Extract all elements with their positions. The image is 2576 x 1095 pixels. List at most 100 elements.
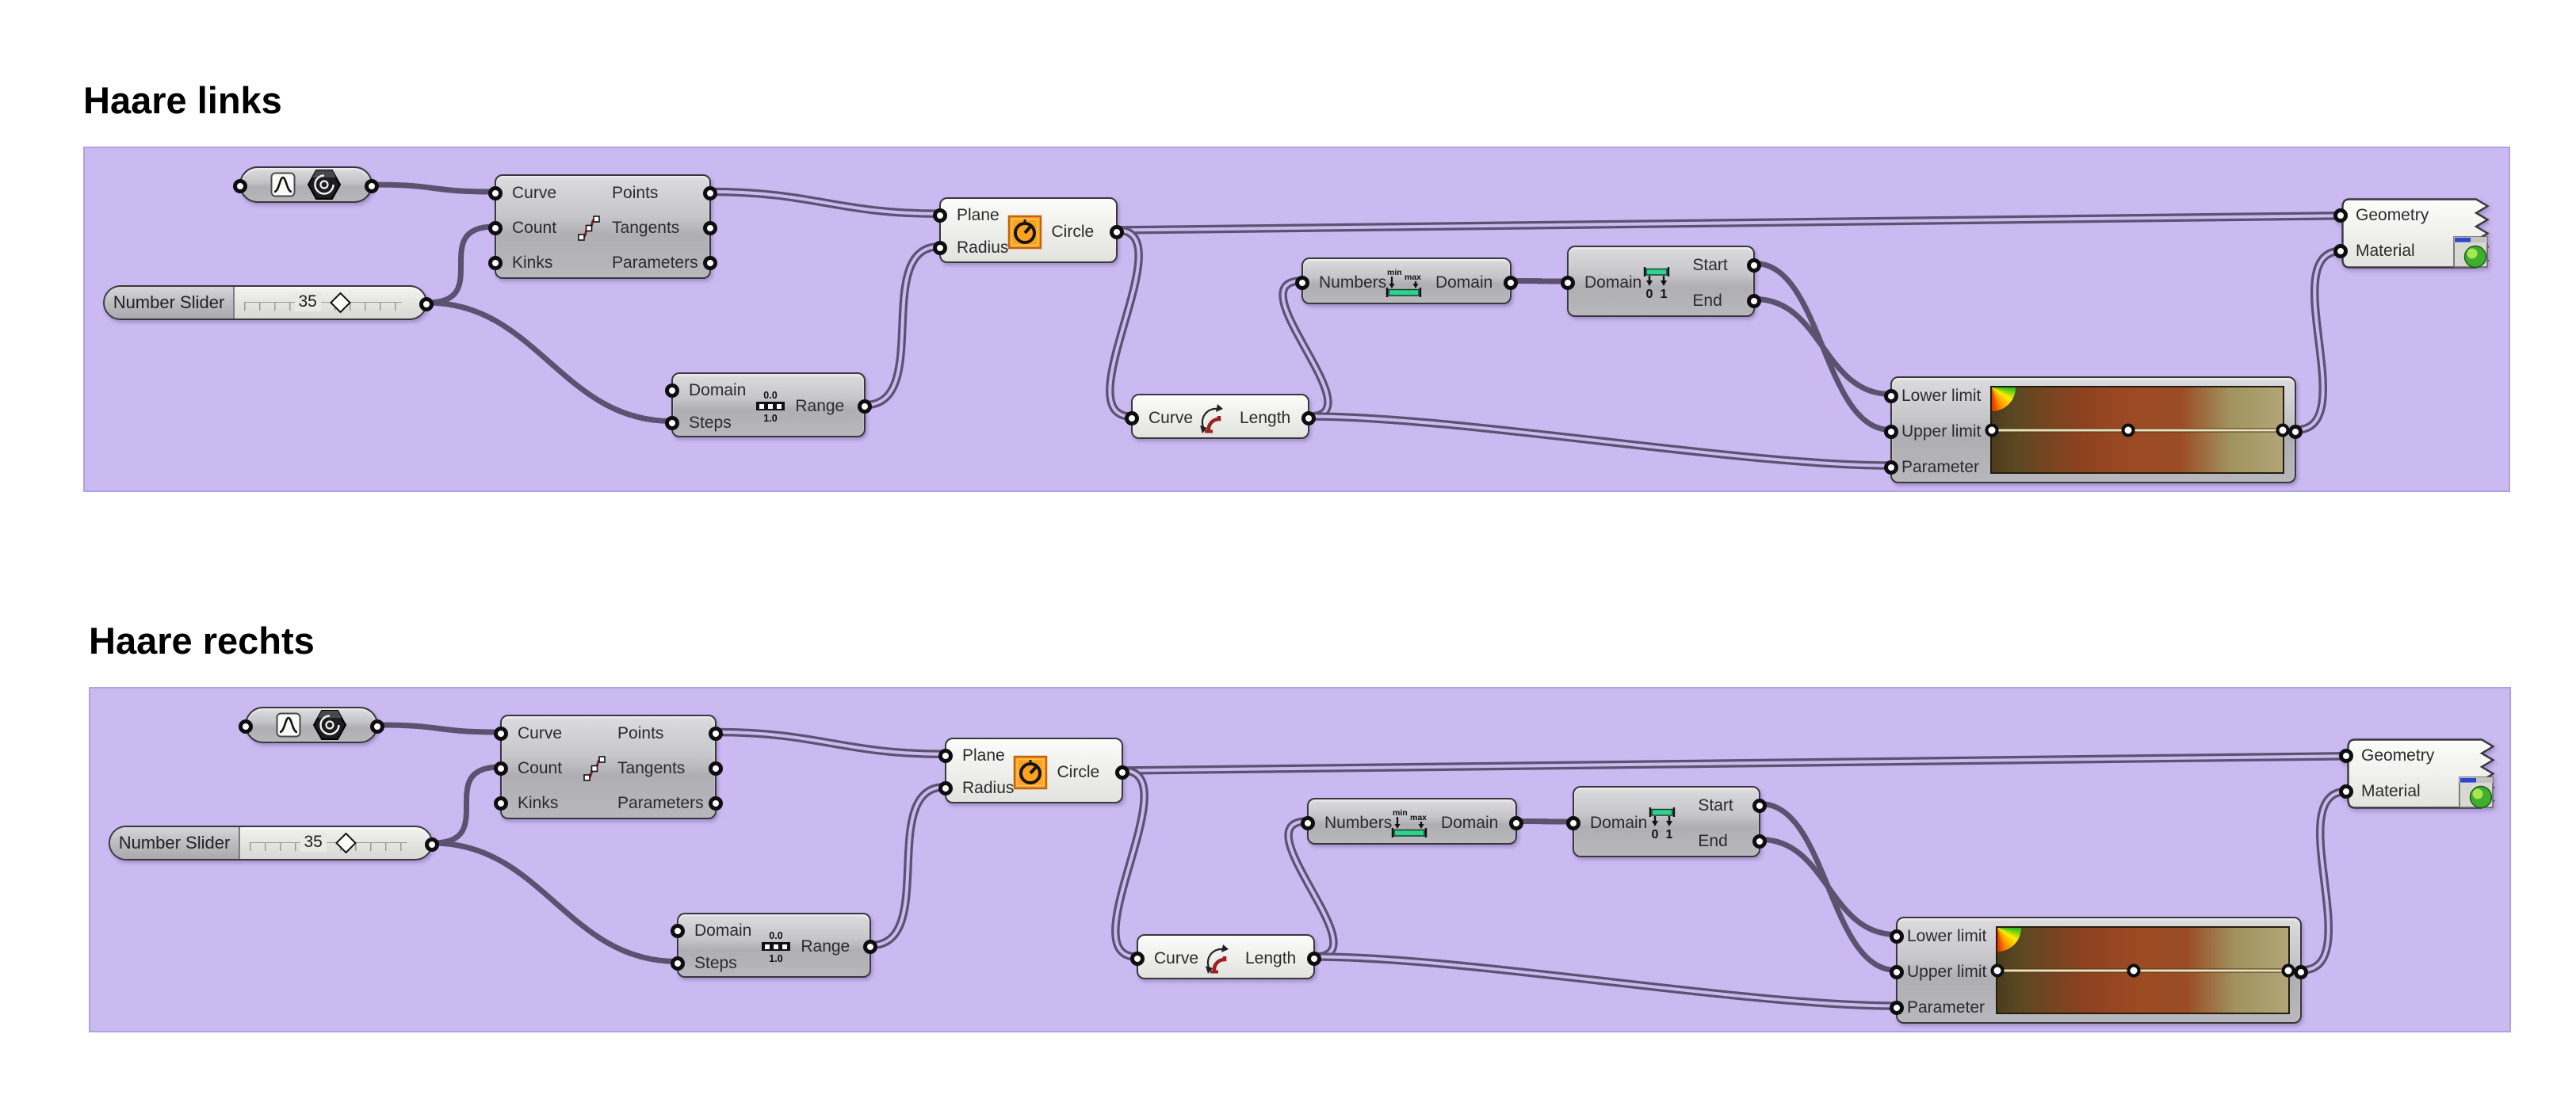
gradient-handle[interactable] — [2127, 963, 2141, 977]
svg-text:1: 1 — [1661, 288, 1668, 300]
range-input-port-1[interactable] — [665, 415, 679, 430]
wire-deconstruct-to-gradient[interactable] — [1754, 296, 1891, 397]
divide-input-port-2[interactable] — [494, 796, 508, 811]
circle-input-port-1[interactable] — [938, 781, 953, 796]
divide-output-port-2[interactable] — [709, 796, 723, 811]
length-input-port-0[interactable] — [1130, 951, 1145, 966]
curve-param-input-port-0[interactable] — [239, 719, 253, 734]
gradient-handle[interactable] — [2281, 963, 2295, 977]
range-output-port-0[interactable] — [858, 399, 872, 414]
deconstruct-output-port-1[interactable] — [1747, 293, 1761, 308]
deconstruct-input-port-0[interactable] — [1561, 276, 1575, 290]
wire-slider-to-range[interactable] — [426, 300, 672, 424]
gradient-input-port-2[interactable] — [1884, 460, 1898, 475]
bounds-output-port-0[interactable] — [1509, 815, 1523, 830]
wire-deconstruct-to-gradient[interactable] — [1760, 837, 1897, 937]
gradient-input-port-0[interactable] — [1884, 388, 1898, 403]
circle-input-port-0[interactable] — [938, 748, 953, 763]
wire-curve-param-to-divide[interactable] — [377, 722, 501, 735]
curve-param-input-port-0[interactable] — [233, 179, 247, 193]
bounds-input-port-0[interactable] — [1295, 275, 1309, 290]
divide-input-port-1[interactable] — [488, 221, 503, 235]
gradient-editor[interactable] — [1990, 926, 2295, 1014]
range-input-port-0[interactable] — [665, 383, 679, 398]
range-input-port-1[interactable] — [671, 956, 685, 971]
wire-slider-to-divide[interactable] — [432, 764, 501, 846]
range-output-port-0[interactable] — [863, 940, 877, 954]
bounds-input-port-0[interactable] — [1301, 815, 1315, 830]
preview-input-port-0[interactable] — [2333, 208, 2348, 223]
circle-input-port-1[interactable] — [933, 241, 947, 256]
length-input-port-0[interactable] — [1125, 410, 1139, 425]
preview-input-port-0[interactable] — [2339, 749, 2353, 764]
divide-output-port-0[interactable] — [709, 727, 723, 741]
node-curve-param[interactable] — [233, 166, 379, 203]
divide-output-port-1[interactable] — [703, 221, 717, 235]
wire-slider-to-range[interactable] — [432, 840, 678, 964]
gradient-output-port-0[interactable] — [2294, 964, 2308, 979]
divide-input-port-0[interactable] — [494, 727, 508, 741]
circle-output-port-0[interactable] — [1115, 765, 1129, 780]
gradient-handle[interactable] — [2276, 423, 2290, 437]
preview-input-port-1[interactable] — [2339, 784, 2353, 799]
node-curve-param[interactable] — [239, 707, 384, 743]
divide-output-port-0[interactable] — [703, 186, 717, 200]
gradient-input-port-1[interactable] — [1884, 424, 1898, 439]
wire-slider-to-divide[interactable] — [426, 223, 495, 306]
gradient-input-port-2[interactable] — [1890, 1000, 1904, 1015]
bounds-output-port-0[interactable] — [1504, 275, 1518, 290]
gradient-handle[interactable] — [2121, 423, 2135, 437]
length-output-port-0[interactable] — [1301, 410, 1316, 425]
gradient-output-port-0[interactable] — [2288, 424, 2303, 439]
wire-curve-param-to-divide[interactable] — [372, 181, 495, 195]
length-icon — [1198, 403, 1227, 434]
wire-bounds-to-deconstruct[interactable] — [1511, 278, 1568, 284]
circle-input-port-0[interactable] — [933, 208, 947, 223]
gradient-input-port-1[interactable] — [1890, 964, 1904, 979]
gradient-input-port-0[interactable] — [1890, 929, 1904, 944]
divide-input-port-0[interactable] — [488, 186, 503, 200]
divide-input-port-2[interactable] — [488, 256, 503, 270]
divide-output-port-1[interactable] — [709, 761, 723, 776]
deconstruct-input-port-0[interactable] — [1566, 816, 1580, 830]
divide-input-port-1[interactable] — [494, 761, 508, 776]
curve-param-output-port-0[interactable] — [370, 719, 384, 734]
gradient-handle[interactable] — [1985, 423, 1999, 437]
divide-output-port-2[interactable] — [703, 256, 717, 270]
length-output-port-0[interactable] — [1307, 951, 1321, 966]
slider-output-port-0[interactable] — [425, 837, 439, 852]
deconstruct-output-port-0[interactable] — [1752, 798, 1767, 813]
slider-output-port-0[interactable] — [419, 297, 434, 311]
deconstruct-output-port-1[interactable] — [1752, 834, 1767, 849]
deconstruct-output-port-0[interactable] — [1747, 258, 1761, 273]
curve-param-output-port-0[interactable] — [365, 179, 379, 193]
gradient-editor[interactable] — [1985, 386, 2290, 474]
range-input-port-0[interactable] — [671, 923, 685, 938]
gradient-type-wedge[interactable] — [1992, 387, 2016, 411]
gradient-handle[interactable] — [1990, 963, 2005, 977]
gradient-type-wedge[interactable] — [1997, 928, 2021, 952]
circle-output-port-0[interactable] — [1110, 224, 1124, 239]
preview-input-port-1[interactable] — [2333, 243, 2348, 258]
